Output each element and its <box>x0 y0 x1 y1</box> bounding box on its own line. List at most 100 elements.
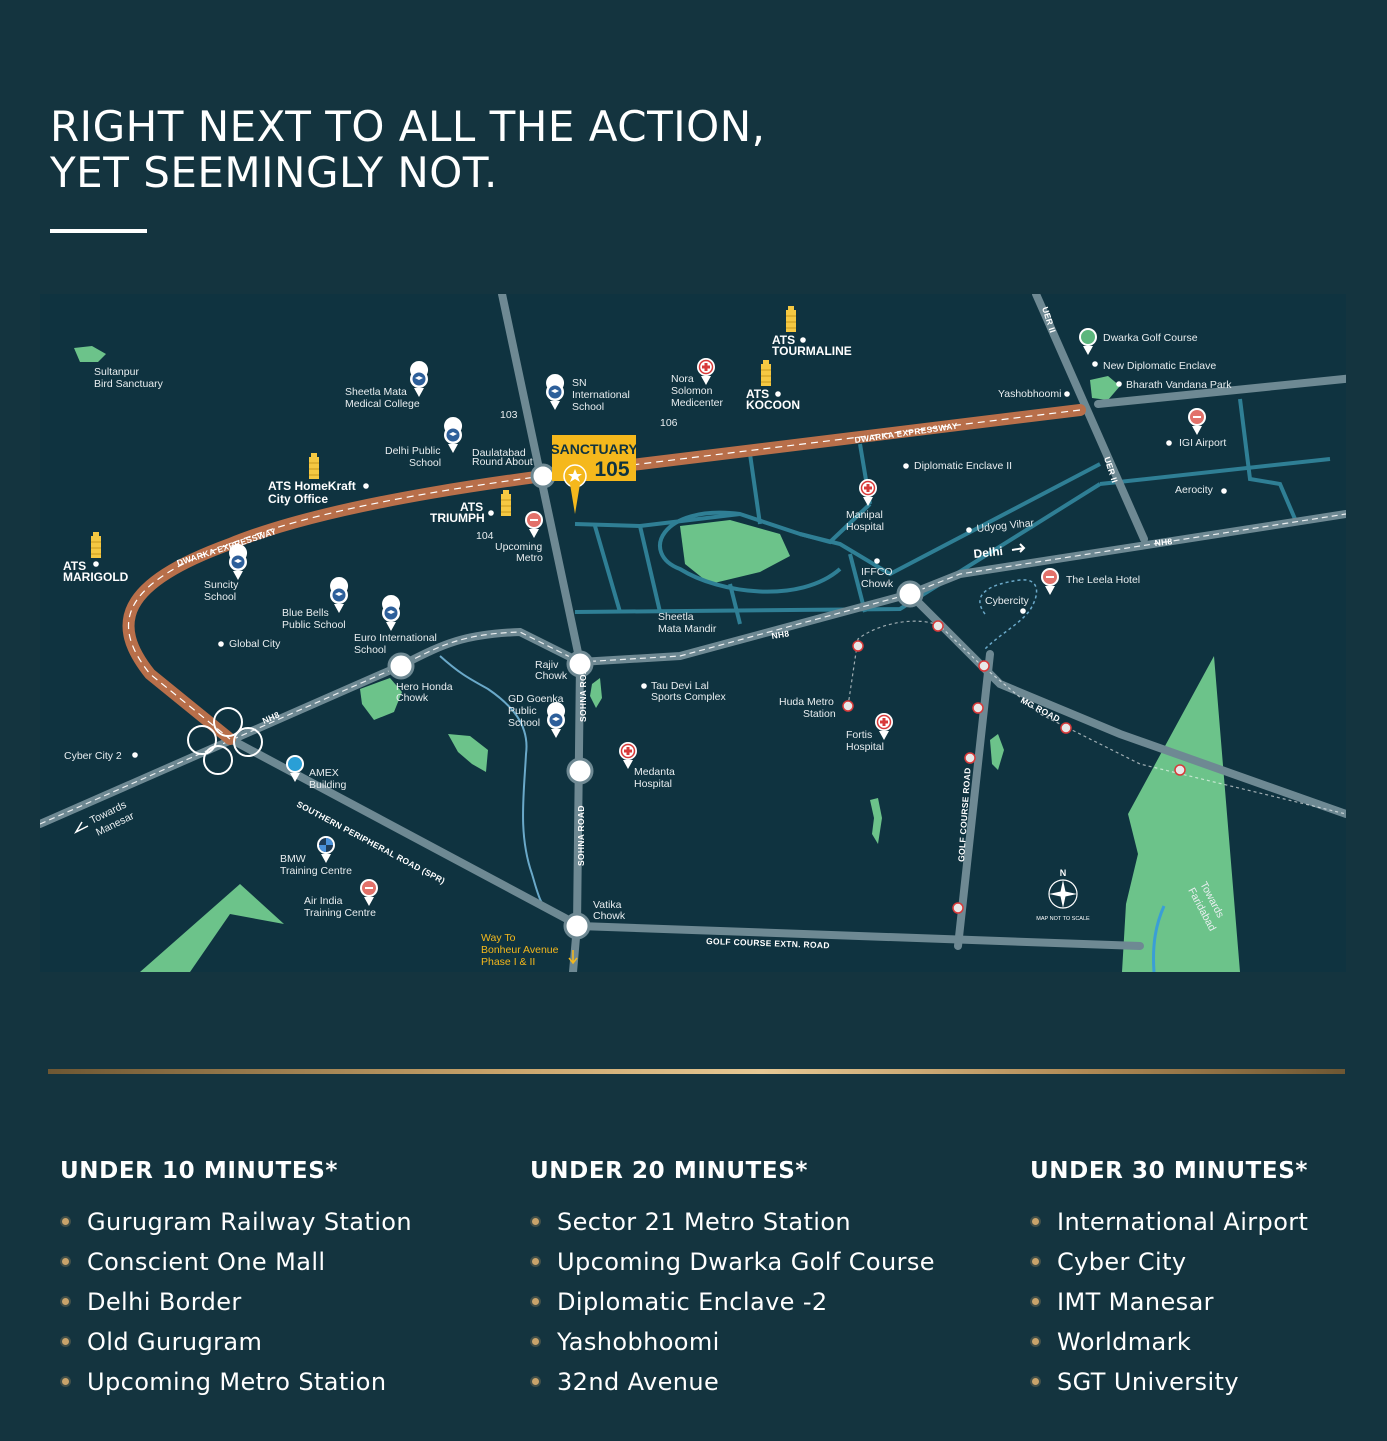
column-10-minutes: UNDER 10 MINUTES* Gurugram Railway Stati… <box>60 1158 500 1408</box>
project-marker: SANCTUARY 105 <box>550 435 638 514</box>
svg-text:AMEX: AMEX <box>309 767 339 779</box>
list-item: Cyber City <box>1030 1248 1370 1288</box>
column-30-minutes: UNDER 30 MINUTES* International Airport … <box>1030 1158 1370 1408</box>
golf-pin-icon <box>1079 328 1097 355</box>
column-20-minutes: UNDER 20 MINUTES* Sector 21 Metro Statio… <box>530 1158 970 1408</box>
page-headline: RIGHT NEXT TO ALL THE ACTION, YET SEEMIN… <box>50 104 765 196</box>
bullet-icon <box>532 1338 539 1345</box>
svg-text:Hero Honda: Hero Honda <box>396 681 453 693</box>
hospital-pin-icon <box>858 478 878 507</box>
svg-text:Nora: Nora <box>671 373 694 385</box>
svg-text:UER II: UER II <box>1040 306 1058 335</box>
svg-text:NH8: NH8 <box>1154 536 1173 548</box>
svg-text:Hospital: Hospital <box>634 778 672 790</box>
svg-text:Aerocity: Aerocity <box>1175 484 1214 496</box>
svg-text:Delhi Public: Delhi Public <box>385 445 440 457</box>
metro-stations <box>842 620 1186 914</box>
svg-text:MAP NOT TO SCALE: MAP NOT TO SCALE <box>1036 916 1090 922</box>
bullet-icon <box>62 1378 69 1385</box>
star-icon <box>568 469 582 482</box>
arrow-left-icon <box>74 821 89 834</box>
svg-text:Hospital: Hospital <box>846 521 884 533</box>
hospital-pin-icon <box>618 741 638 770</box>
bullet-icon <box>1032 1338 1039 1345</box>
svg-text:GOLF COURSE EXTN. ROAD: GOLF COURSE EXTN. ROAD <box>706 936 830 950</box>
svg-text:TOURMALINE: TOURMALINE <box>772 344 852 358</box>
location-dots <box>93 337 1227 758</box>
arrow-down-icon <box>568 950 578 965</box>
svg-text:NH8: NH8 <box>771 628 790 641</box>
svg-text:Upcoming: Upcoming <box>495 541 542 553</box>
svg-text:Chowk: Chowk <box>396 692 429 704</box>
bullet-icon <box>532 1298 539 1305</box>
svg-text:Building: Building <box>309 779 347 791</box>
green-areas <box>74 346 1240 972</box>
bullet-icon <box>62 1338 69 1345</box>
svg-text:Daulatabad: Daulatabad <box>472 447 526 459</box>
list-item: Sector 21 Metro Station <box>530 1208 970 1248</box>
svg-text:Bonheur Avenue: Bonheur Avenue <box>481 944 559 956</box>
airplane-pin-icon <box>360 879 378 906</box>
svg-text:Fortis: Fortis <box>846 729 872 741</box>
school-pin-icon <box>229 544 248 580</box>
hotel-pin-icon <box>1041 568 1059 595</box>
svg-text:Public: Public <box>508 705 537 717</box>
svg-text:Euro International: Euro International <box>354 632 437 644</box>
svg-text:Way To: Way To <box>481 932 516 944</box>
svg-text:City Office: City Office <box>268 492 328 506</box>
list-item: Diplomatic Enclave -2 <box>530 1288 970 1328</box>
svg-text:TRIUMPH: TRIUMPH <box>430 511 485 525</box>
svg-text:SOHNA ROAD: SOHNA ROAD <box>576 805 586 866</box>
list-item: Conscient One Mall <box>60 1248 500 1288</box>
headline-line-1: RIGHT NEXT TO ALL THE ACTION, <box>50 102 766 151</box>
svg-text:School: School <box>354 644 386 656</box>
column-heading: UNDER 30 MINUTES* <box>1030 1158 1309 1184</box>
destination-list: International Airport Cyber City IMT Man… <box>1030 1208 1370 1408</box>
svg-text:Round About: Round About <box>472 456 533 468</box>
column-heading: UNDER 20 MINUTES* <box>530 1158 809 1184</box>
list-item: Delhi Border <box>60 1288 500 1328</box>
svg-text:Global City: Global City <box>229 638 281 650</box>
svg-text:Sports Complex: Sports Complex <box>651 691 726 703</box>
svg-text:Mata Mandir: Mata Mandir <box>658 623 717 635</box>
school-pin-icon <box>546 374 565 410</box>
destination-list: Sector 21 Metro Station Upcoming Dwarka … <box>530 1208 970 1408</box>
building-icon <box>308 452 320 480</box>
bullet-icon <box>1032 1218 1039 1225</box>
svg-text:Yashobhoomi: Yashobhoomi <box>998 388 1061 400</box>
svg-text:SN: SN <box>572 377 587 389</box>
list-item: Upcoming Dwarka Golf Course <box>530 1248 970 1288</box>
destination-list: Gurugram Railway Station Conscient One M… <box>60 1208 500 1408</box>
secondary-roads <box>574 398 1331 625</box>
svg-text:School: School <box>508 717 540 729</box>
svg-text:ATS: ATS <box>772 333 795 347</box>
svg-text:New Diplomatic Enclave: New Diplomatic Enclave <box>1103 360 1216 372</box>
bmw-pin-icon <box>317 836 335 863</box>
svg-text:Cyber City 2: Cyber City 2 <box>64 750 122 762</box>
svg-text:Blue Bells: Blue Bells <box>282 607 329 619</box>
bullet-icon <box>1032 1298 1039 1305</box>
project-name: SANCTUARY <box>550 441 638 457</box>
svg-text:104: 104 <box>476 530 494 542</box>
svg-text:Diplomatic Enclave II: Diplomatic Enclave II <box>914 460 1012 472</box>
gold-divider <box>48 1069 1345 1074</box>
svg-text:Medanta: Medanta <box>634 766 675 778</box>
airport-pin-icon <box>1188 408 1206 435</box>
svg-text:Cybercity: Cybercity <box>985 595 1030 607</box>
column-heading: UNDER 10 MINUTES* <box>60 1158 339 1184</box>
svg-text:The Leela Hotel: The Leela Hotel <box>1066 574 1140 586</box>
svg-text:KOCOON: KOCOON <box>746 398 800 412</box>
svg-text:Training Centre: Training Centre <box>304 907 376 919</box>
svg-text:Bharath Vandana Park: Bharath Vandana Park <box>1126 379 1232 391</box>
svg-text:Manipal: Manipal <box>846 509 883 521</box>
svg-text:School: School <box>572 401 604 413</box>
building-icon <box>785 305 797 333</box>
junctions <box>387 463 924 940</box>
svg-text:Bird Sanctuary: Bird Sanctuary <box>94 378 164 390</box>
list-item: International Airport <box>1030 1208 1370 1248</box>
hospital-pin-icon <box>696 357 716 386</box>
sector-numbers: 103 104 106 <box>476 409 678 542</box>
svg-text:Public School: Public School <box>282 619 346 631</box>
school-pin-icon <box>410 361 429 397</box>
svg-text:ATS HomeKraft: ATS HomeKraft <box>268 479 356 493</box>
